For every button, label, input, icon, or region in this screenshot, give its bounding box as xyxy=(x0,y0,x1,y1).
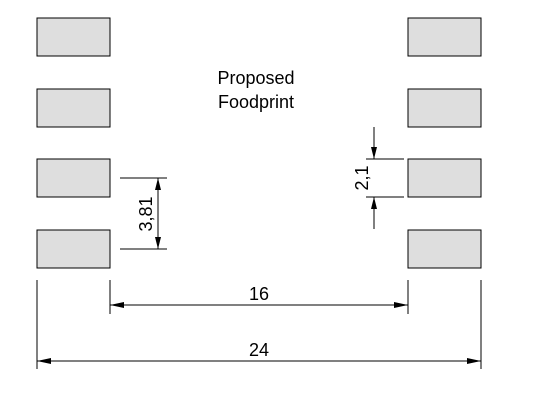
pad-left-1 xyxy=(36,17,111,57)
inner-span-dimension: 16 xyxy=(109,280,409,314)
pitch-arrow-bottom xyxy=(155,237,161,249)
pad-height-dimension: 2,1 xyxy=(352,127,404,229)
outer-span-arrow-right xyxy=(467,358,481,364)
title-line-1: Proposed xyxy=(217,68,294,88)
pad-right-1 xyxy=(407,17,482,57)
outer-span-dimension: 24 xyxy=(36,280,482,369)
pad-right-4 xyxy=(407,229,482,269)
title-line-2: Foodprint xyxy=(218,92,294,112)
pad-left-2 xyxy=(36,88,111,128)
pad-left-3 xyxy=(36,158,111,198)
pad-height-arrow-bottom xyxy=(371,197,377,209)
pad-right-2 xyxy=(407,88,482,128)
pad-height-label: 2,1 xyxy=(352,165,372,190)
pitch-label: 3,81 xyxy=(136,196,156,231)
pad-height-arrow-top xyxy=(371,147,377,159)
left-pad-column xyxy=(36,17,111,269)
inner-span-arrow-left xyxy=(110,302,124,308)
pitch-dimension: 3,81 xyxy=(120,177,167,250)
pad-right-3 xyxy=(407,158,482,198)
outer-span-label: 24 xyxy=(249,340,269,360)
outer-span-arrow-left xyxy=(37,358,51,364)
right-pad-column xyxy=(407,17,482,269)
inner-span-arrow-right xyxy=(394,302,408,308)
inner-span-label: 16 xyxy=(249,284,269,304)
pitch-arrow-top xyxy=(155,178,161,190)
pad-left-4 xyxy=(36,229,111,269)
